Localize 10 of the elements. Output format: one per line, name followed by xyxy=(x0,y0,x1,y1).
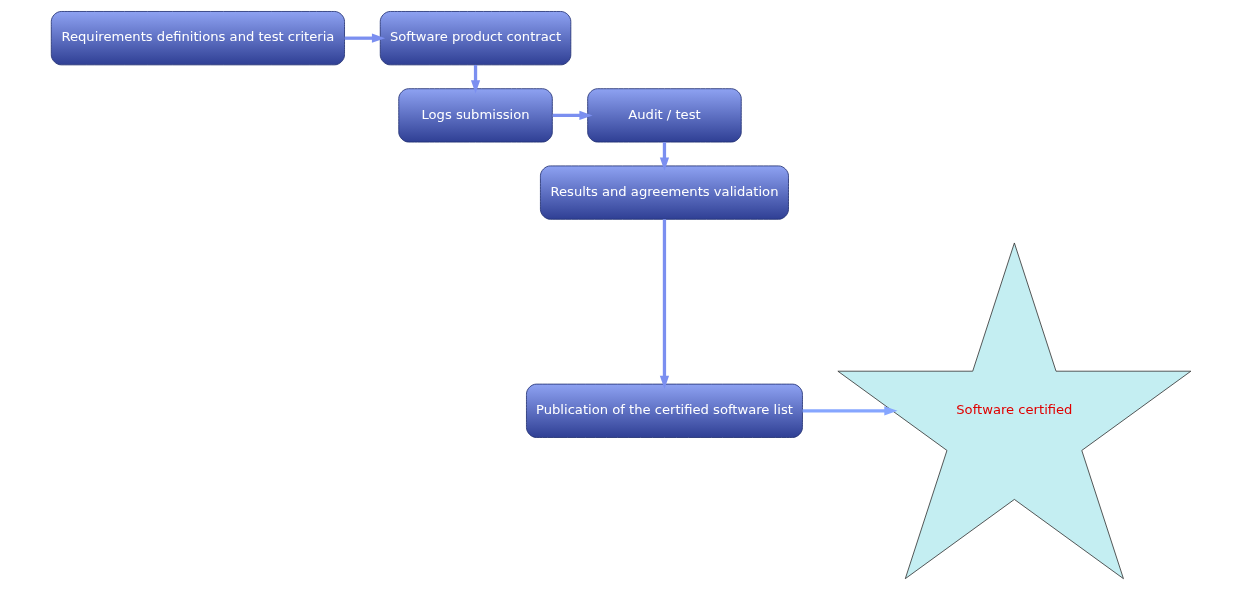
node-box: Audit / test xyxy=(586,88,742,143)
arrow xyxy=(344,33,385,43)
node-box: Software product contract xyxy=(379,11,571,66)
arrow xyxy=(802,406,897,416)
node-box: Requirements definitions and test criteria xyxy=(50,11,345,66)
arrow xyxy=(552,110,593,120)
arrow xyxy=(659,219,669,390)
node-box: Publication of the certified software list xyxy=(525,383,803,438)
node-box: Results and agreements validation xyxy=(539,165,789,220)
node-box: Logs submission xyxy=(397,88,553,143)
